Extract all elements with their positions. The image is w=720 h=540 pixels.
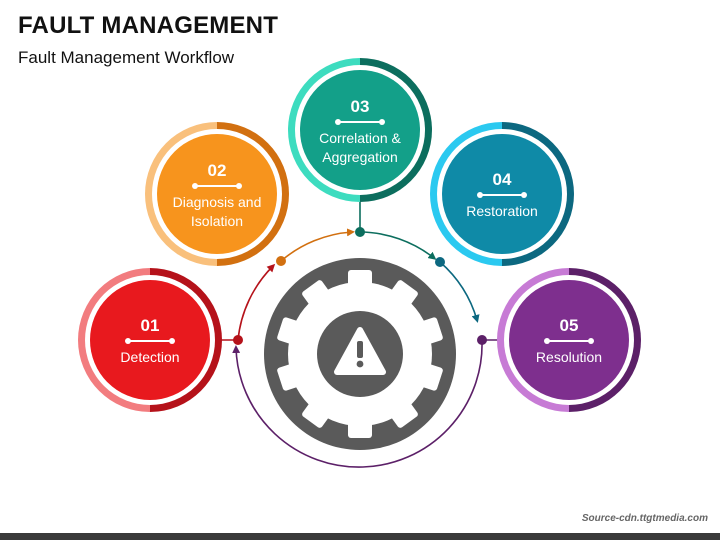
- step-divider: [335, 118, 385, 125]
- dot-correlation: [355, 227, 365, 237]
- dot-diagnosis: [276, 256, 286, 266]
- arc-diagnosis-to-correlation: [280, 228, 355, 262]
- step-divider: [125, 338, 175, 344]
- step-divider: [544, 338, 594, 344]
- step-number: 01: [140, 316, 160, 335]
- step-label: Correlation & Aggregation: [319, 129, 401, 165]
- page-subtitle: Fault Management Workflow: [18, 48, 235, 67]
- step-circle-02: [145, 122, 289, 266]
- step-divider: [192, 182, 242, 189]
- arc-correlation-to-restoration: [359, 231, 437, 260]
- step-label: Restoration: [466, 203, 538, 219]
- page-title: FAULT MANAGEMENT: [18, 12, 279, 39]
- step-label: Resolution: [535, 349, 603, 365]
- step-label: Detection: [120, 349, 180, 365]
- step-number: 05: [559, 316, 579, 335]
- arc-resolution-to-detection: [232, 339, 483, 468]
- arc-detection-to-diagnosis: [237, 263, 276, 341]
- step-number: 02: [207, 160, 227, 180]
- step-number: 03: [350, 96, 370, 116]
- step-divider: [477, 192, 527, 198]
- step-number: 04: [492, 170, 512, 189]
- bottom-bar: [0, 533, 720, 540]
- source-credit: Source-cdn.ttgtmedia.com: [581, 513, 708, 524]
- warning-icon: [334, 327, 386, 375]
- step-label: Diagnosis and Isolation: [172, 193, 262, 229]
- arc-restoration-to-resolution: [439, 261, 480, 323]
- dot-restoration: [435, 257, 445, 267]
- step-circle-03: [288, 58, 432, 202]
- dot-resolution: [477, 335, 487, 345]
- dot-detection: [233, 335, 243, 345]
